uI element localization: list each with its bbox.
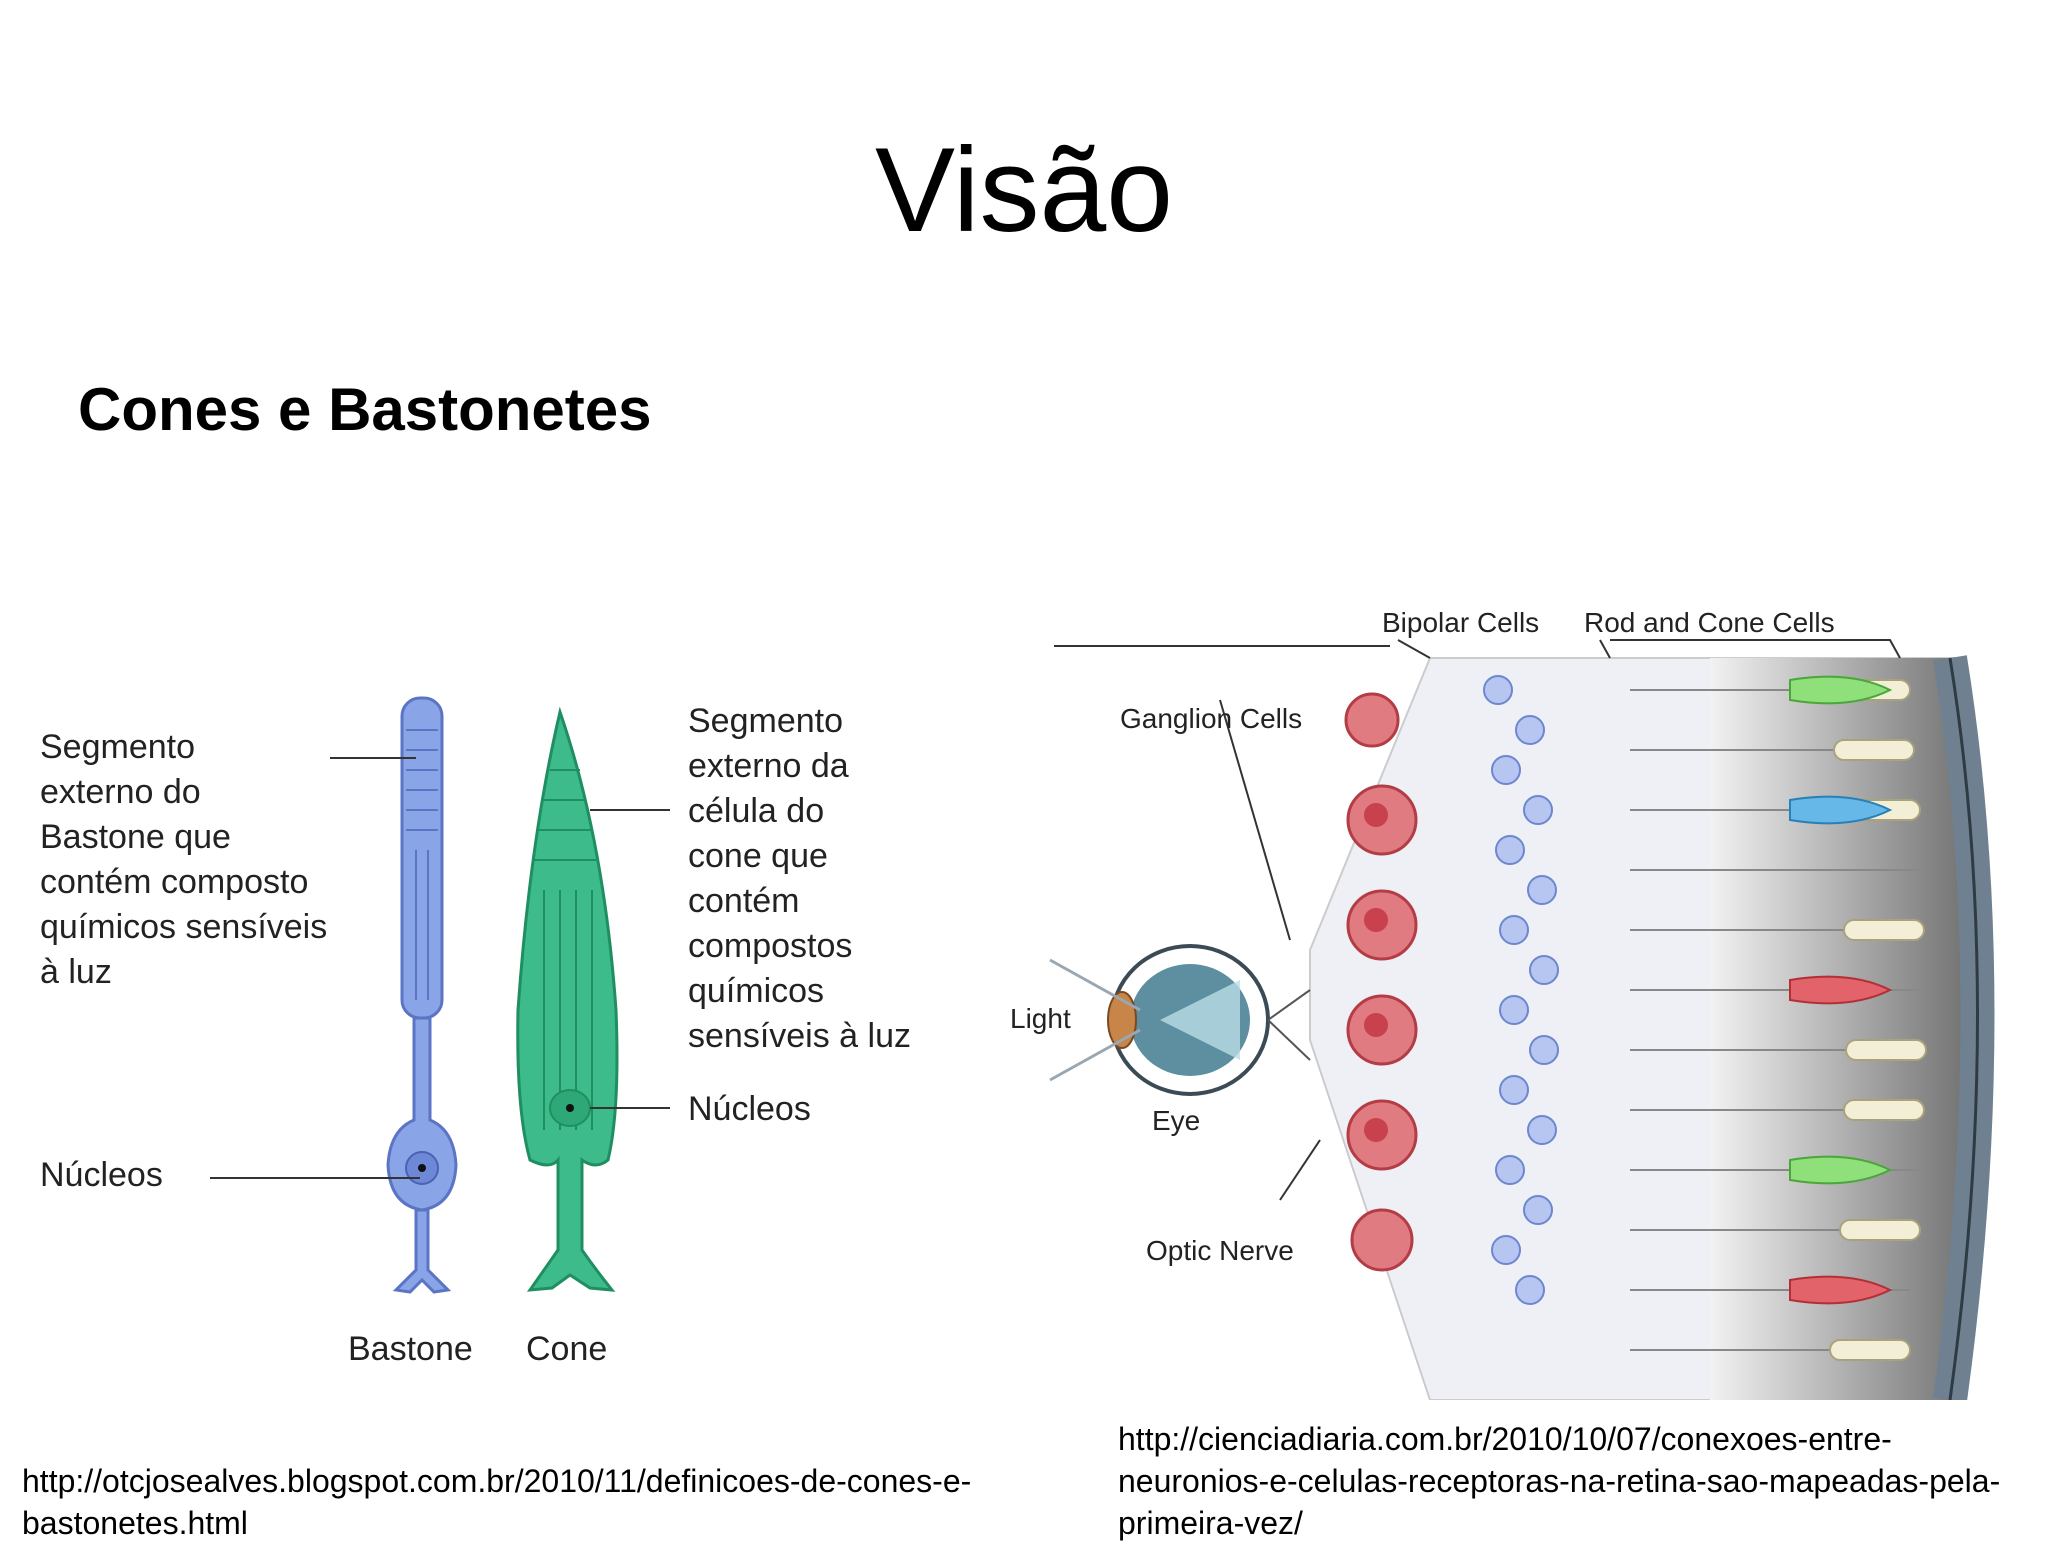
rod-cone-illustration: Segmento externo do Bastone que contém c… bbox=[40, 696, 911, 1368]
cone-cell bbox=[516, 706, 619, 1292]
caption-line: http://cienciadiaria.com.br/2010/10/07/c… bbox=[1118, 1421, 1892, 1457]
right-figure-source-caption: http://cienciadiaria.com.br/2010/10/07/c… bbox=[1118, 1418, 2018, 1544]
light-label: Light bbox=[1010, 1003, 1071, 1034]
caption-line: bastonetes.html bbox=[22, 1505, 248, 1541]
rod-cone-cells-label: Rod and Cone Cells bbox=[1584, 607, 1835, 638]
slide-title: Visão bbox=[874, 123, 1173, 257]
rod-nucleus-label: Núcleos bbox=[40, 1156, 163, 1194]
eye-icon bbox=[1049, 944, 1311, 1096]
eye-label: Eye bbox=[1152, 1105, 1200, 1136]
cone-outer-segment-label: Segmento externo da célula do cone que c… bbox=[688, 702, 911, 1055]
rod-caption: Bastone bbox=[348, 1330, 473, 1368]
rod-cell bbox=[386, 696, 458, 1294]
ganglion-cells-label: Ganglion Cells bbox=[1120, 703, 1302, 734]
caption-line: neuronios-e-celulas-receptoras-na-retina… bbox=[1118, 1463, 2001, 1499]
retina-diagram: Bipolar Cells Rod and Cone Cells Ganglio… bbox=[1010, 607, 1995, 1400]
cone-caption: Cone bbox=[526, 1330, 607, 1368]
left-figure-source-caption: http://otcjosealves.blogspot.com.br/2010… bbox=[22, 1460, 1022, 1544]
rod-outer-segment-label: Segmento externo do Bastone que contém c… bbox=[40, 728, 337, 991]
slide-subtitle: Cones e Bastonetes bbox=[78, 376, 652, 443]
optic-nerve-label: Optic Nerve bbox=[1146, 1235, 1294, 1266]
retina-section bbox=[1309, 655, 1995, 1400]
caption-line: primeira-vez/ bbox=[1118, 1505, 1303, 1541]
caption-line: http://otcjosealves.blogspot.com.br/2010… bbox=[22, 1463, 972, 1499]
bipolar-cells-label: Bipolar Cells bbox=[1382, 607, 1539, 638]
cone-nucleus-label: Núcleos bbox=[688, 1090, 811, 1128]
